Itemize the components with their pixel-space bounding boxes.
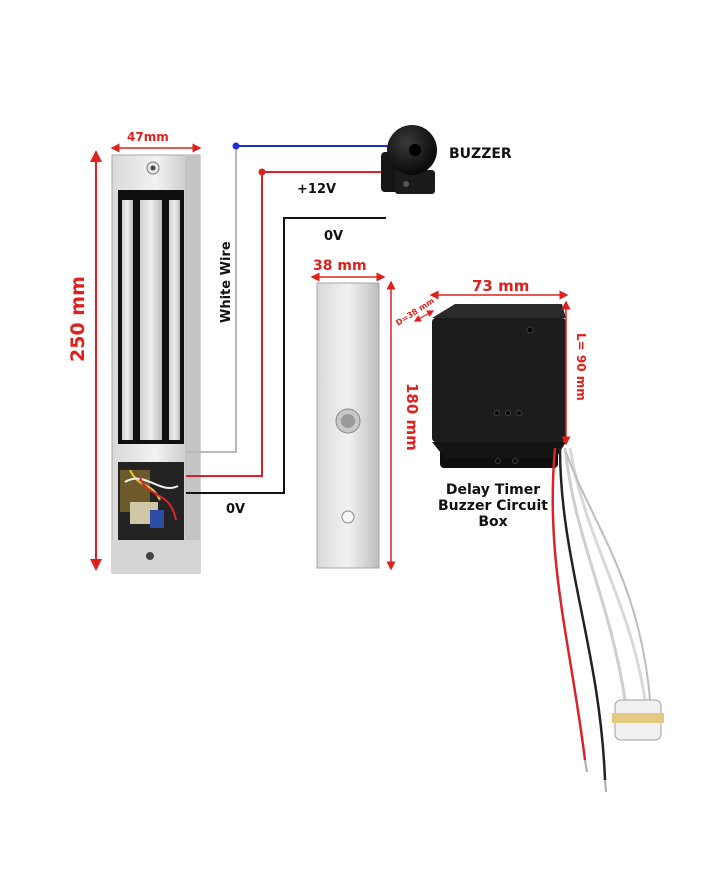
- box-depth-label: D=38 mm: [394, 296, 436, 327]
- strike-plate: [316, 282, 380, 569]
- buzzer-label: BUZZER: [449, 146, 512, 162]
- wire-red: [186, 168, 390, 477]
- zero-v-label-bottom: 0V: [226, 502, 245, 517]
- lock-width-dimension: 47mm: [110, 130, 202, 153]
- box-width-dimension: 73 mm: [429, 277, 569, 300]
- box-length-dimension: L= 90 mm: [561, 300, 588, 446]
- box-depth-dimension: D=38 mm: [394, 296, 436, 327]
- box-width-label: 73 mm: [472, 277, 529, 295]
- plate-width-label: 38 mm: [313, 258, 367, 274]
- white-wire-label: White Wire: [219, 241, 234, 323]
- lock-height-label: 250 mm: [67, 276, 89, 362]
- box-caption-line-3: Box: [478, 514, 507, 530]
- delay-timer-box: [432, 304, 566, 468]
- plate-height-label: 180 mm: [403, 383, 421, 451]
- box-caption-line-1: Delay Timer: [446, 482, 540, 498]
- wire-black: [186, 217, 386, 494]
- box-caption-line-2: Buzzer Circuit: [438, 498, 548, 514]
- zero-v-label-top: 0V: [324, 229, 343, 244]
- box-caption: Delay Timer Buzzer Circuit Box: [438, 482, 548, 530]
- lock-height-dimension: 250 mm: [67, 150, 102, 571]
- magnetic-lock: [111, 154, 201, 574]
- plate-width-dimension: 38 mm: [310, 258, 386, 282]
- box-length-label: L= 90 mm: [574, 333, 588, 401]
- wire-white: [186, 142, 394, 453]
- lock-width-label: 47mm: [127, 130, 169, 144]
- buzzer: [381, 125, 437, 194]
- plus-12v-label: +12V: [297, 182, 336, 197]
- box-wire-harness: [551, 447, 664, 793]
- plate-height-dimension: 180 mm: [386, 280, 421, 571]
